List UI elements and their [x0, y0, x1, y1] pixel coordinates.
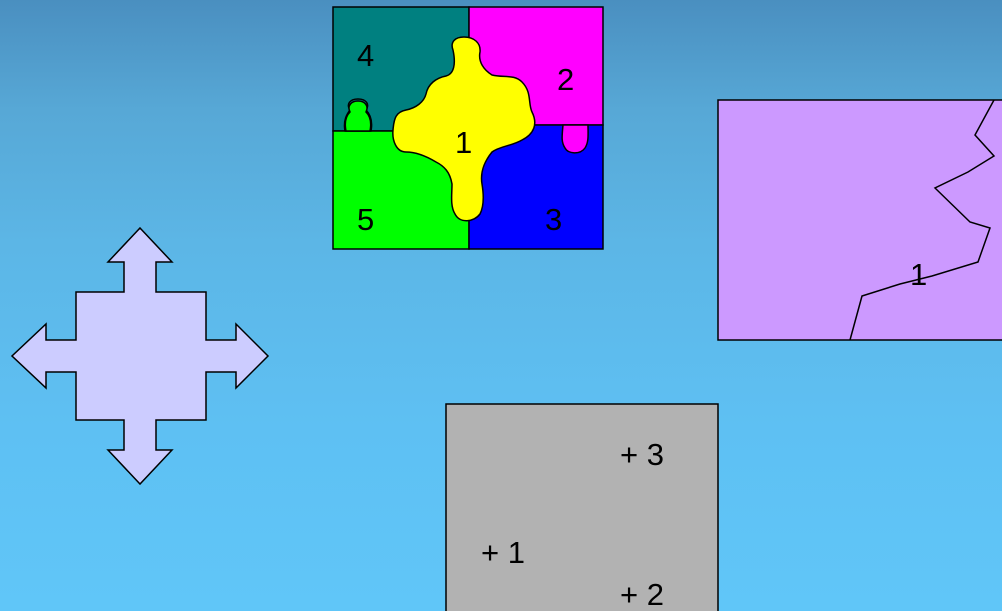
puzzle-label-5: 5 — [357, 202, 374, 237]
puzzle-label-1: 1 — [455, 125, 472, 160]
puzzle: 4 2 1 5 3 — [333, 7, 603, 249]
point-label-3: + 3 — [620, 437, 664, 472]
torn-region-label: 1 — [910, 257, 927, 292]
point-label-2: + 2 — [620, 577, 664, 611]
points-box-shape — [446, 404, 718, 611]
puzzle-knob-2 — [562, 125, 588, 153]
arrow-cross — [12, 228, 268, 484]
puzzle-label-4: 4 — [357, 38, 374, 73]
point-label-1: + 1 — [481, 535, 525, 570]
puzzle-knob-5 — [345, 101, 370, 131]
puzzle-label-3: 3 — [545, 202, 562, 237]
torn-region: 1 — [718, 100, 1002, 340]
points-box: + 3 + 1 + 2 — [446, 404, 718, 611]
puzzle-label-2: 2 — [557, 62, 574, 97]
